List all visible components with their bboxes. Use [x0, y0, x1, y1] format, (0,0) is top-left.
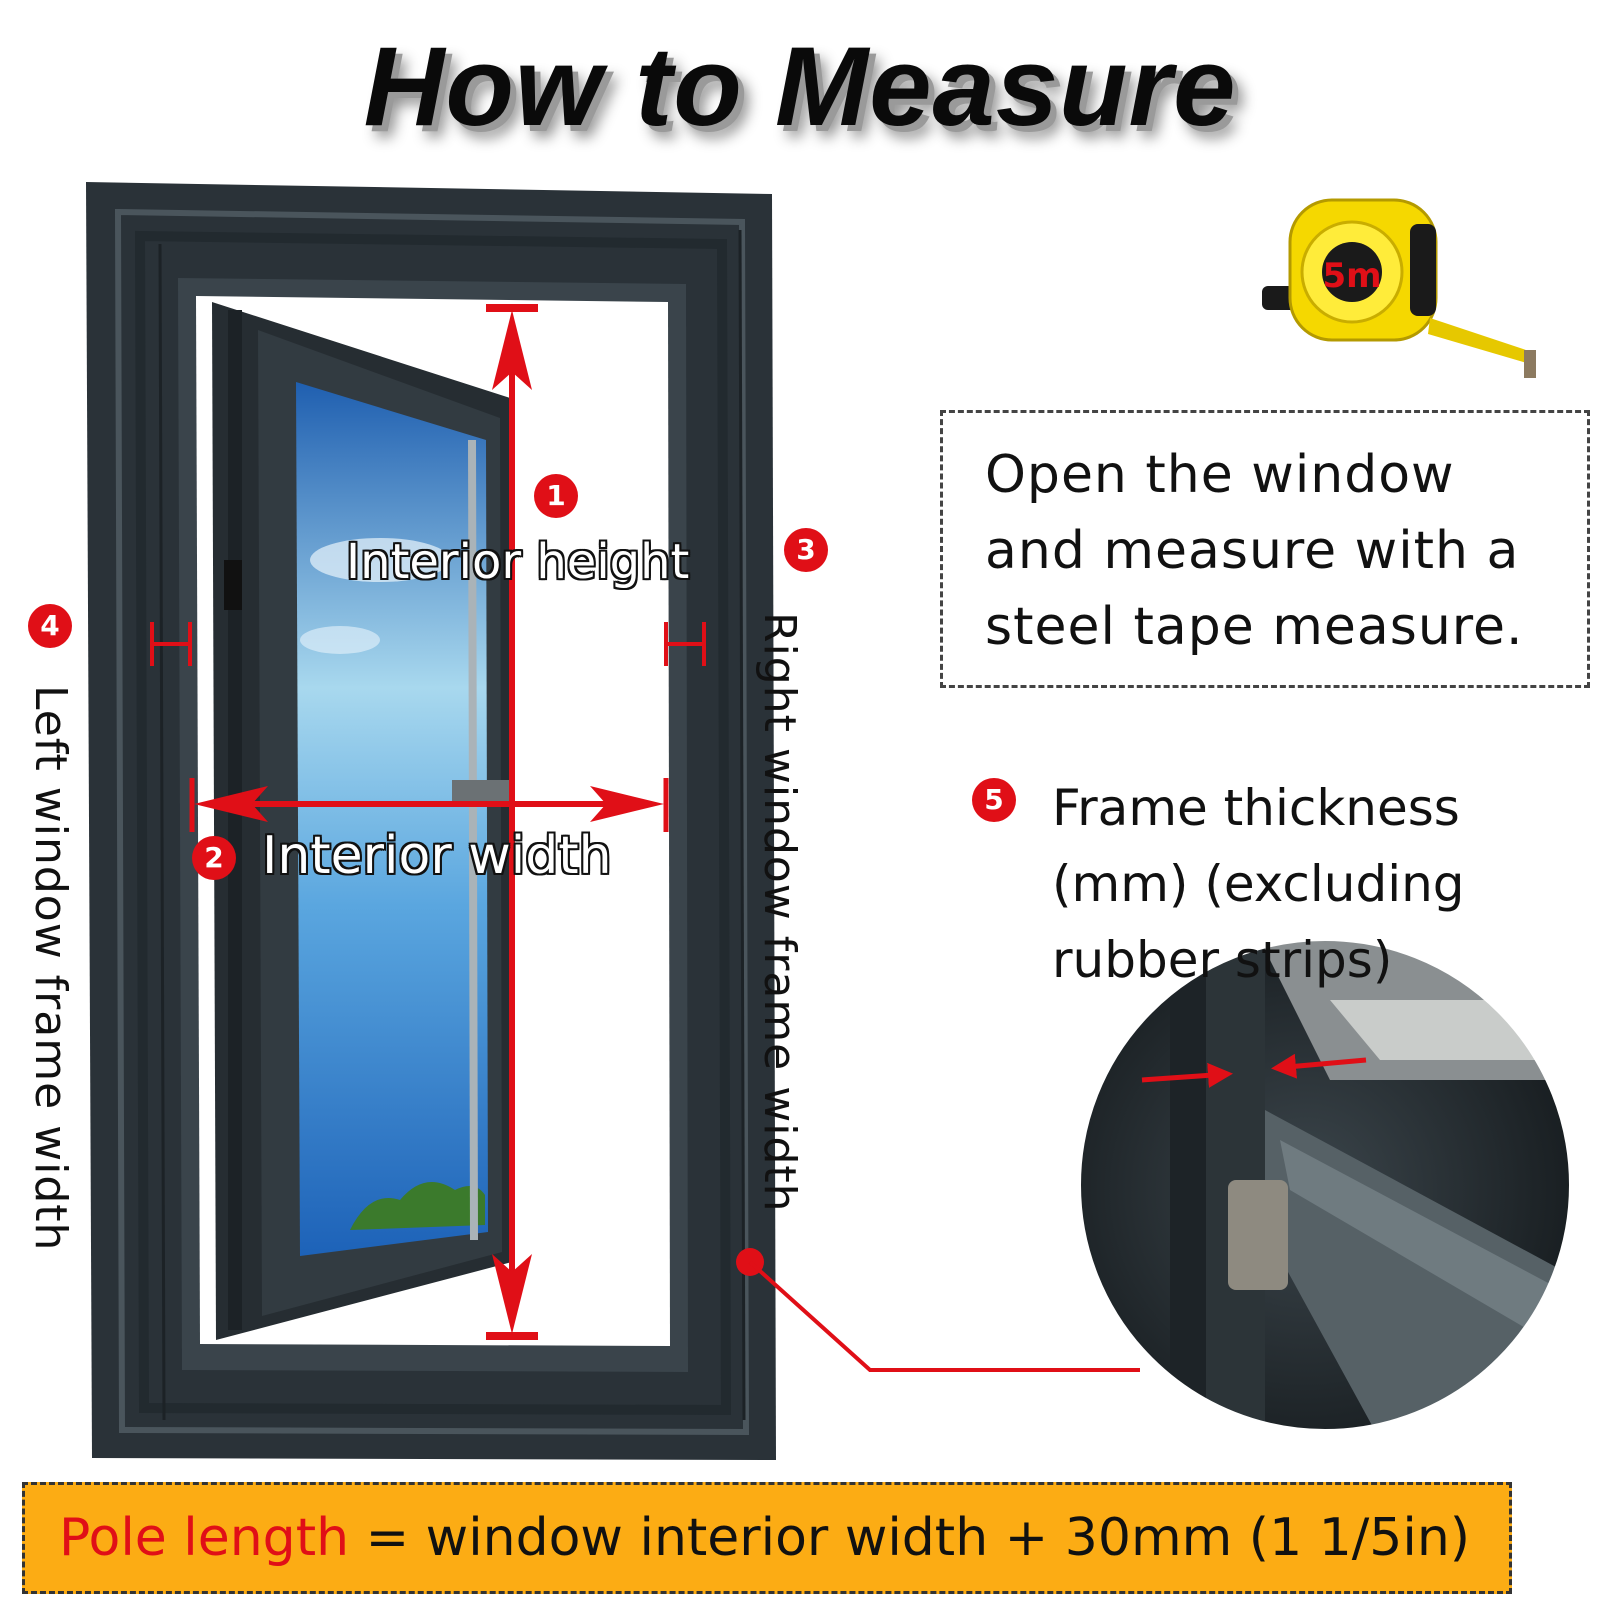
step-4-badge: 4	[28, 604, 72, 648]
right-frame-width-label: Right window frame width	[754, 612, 805, 1213]
thickness-arrows	[1141, 1053, 1367, 1088]
tape-size-label: 5m	[1322, 256, 1381, 296]
frame-thickness-label: Frame thickness (mm) (excluding rubber s…	[1052, 779, 1465, 989]
interior-width-label: Interior width	[262, 826, 612, 886]
instruction-box: Open the window and measure with a steel…	[940, 410, 1590, 688]
tape-measure-icon: 5m	[1262, 198, 1536, 378]
left-frame-marker	[150, 622, 192, 666]
step-5-badge: 5	[972, 778, 1016, 822]
page-title: How to Measure	[363, 24, 1237, 149]
step-1-badge: 1	[534, 474, 578, 518]
instruction-text: Open the window and measure with a steel…	[985, 445, 1524, 657]
interior-height-label: Interior height	[346, 534, 690, 590]
step-3-badge: 3	[784, 528, 828, 572]
formula-highlight: Pole length	[59, 1508, 350, 1568]
width-arrow	[189, 778, 669, 832]
formula-rest: = window interior width + 30mm (1 1/5in)	[349, 1508, 1471, 1568]
step-2-badge: 2	[192, 836, 236, 880]
left-frame-width-label: Left window frame width	[25, 685, 76, 1252]
pole-length-formula: Pole length = window interior width + 30…	[22, 1482, 1512, 1594]
height-arrow	[486, 304, 538, 1340]
detail-leader-line	[736, 1248, 1140, 1372]
right-frame-marker	[664, 622, 706, 666]
frame-thickness-detail	[1080, 940, 1570, 1430]
window-sash	[212, 302, 514, 1340]
